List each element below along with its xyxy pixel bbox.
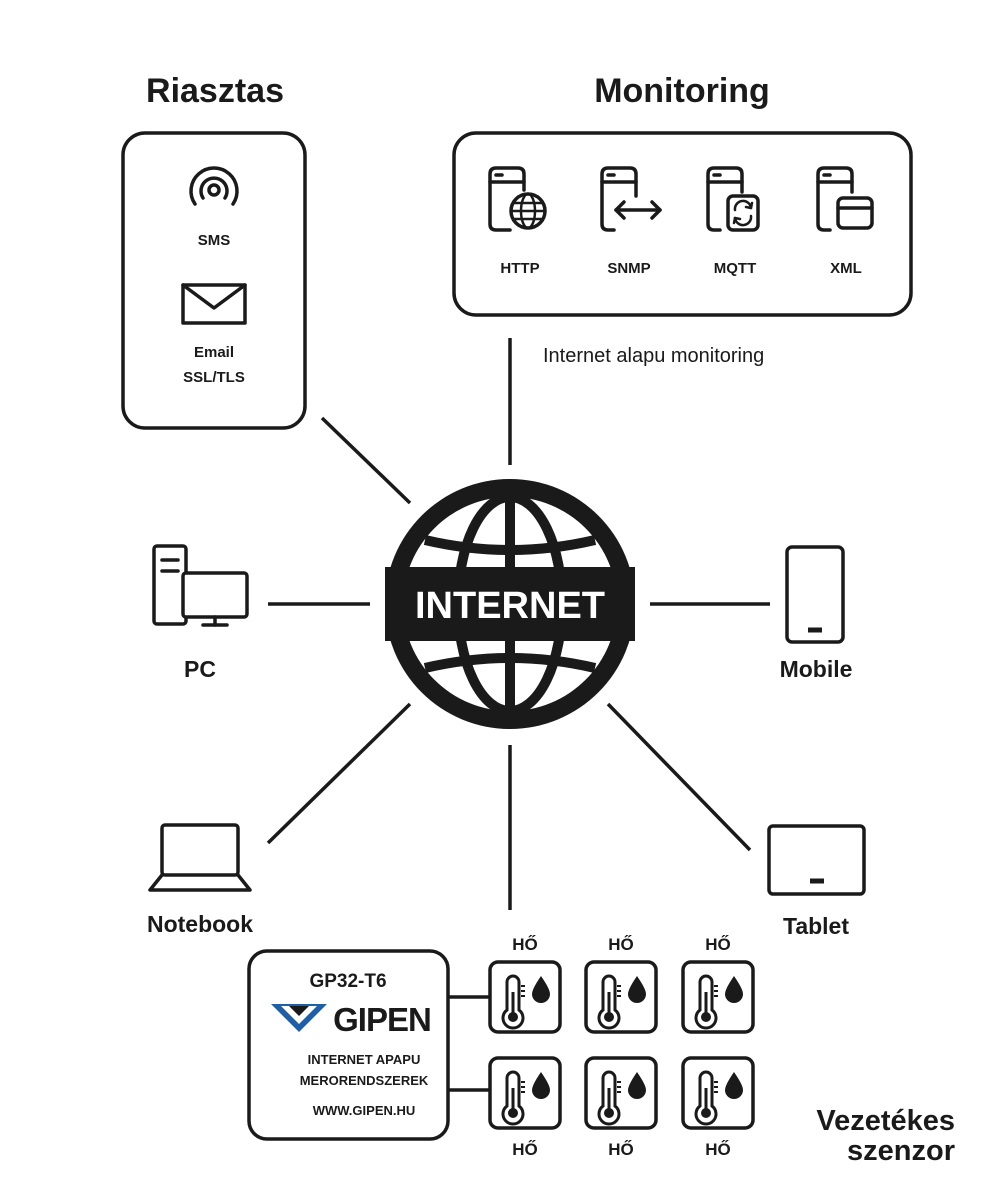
sensor-label: HŐ <box>608 1140 634 1159</box>
signal-icon <box>189 166 239 206</box>
controller-model: GP32-T6 <box>309 971 386 992</box>
protocol-mqtt-label: MQTT <box>714 260 757 277</box>
controller-panel <box>247 949 450 1141</box>
monitoring-panel <box>452 131 913 317</box>
sensor-tile: HŐ <box>584 1056 658 1159</box>
thermometer-drop-icon <box>694 1070 743 1126</box>
controller-tagline-2: MERORENDSZEREK <box>300 1073 429 1088</box>
sms-label: SMS <box>198 232 231 249</box>
alert-title: Riasztas <box>146 72 284 110</box>
mobile-icon <box>785 545 845 644</box>
gipen-logo-icon <box>271 1004 327 1032</box>
sensor-tile: HŐ <box>488 935 562 1034</box>
notebook-label: Notebook <box>147 911 253 937</box>
protocol-xml-label: XML <box>830 260 862 277</box>
internet-banner <box>385 567 635 641</box>
thermometer-drop-icon <box>501 1070 550 1126</box>
sensor-caption-line1: Vezetékes <box>816 1105 955 1137</box>
sensor-label: HŐ <box>608 935 634 954</box>
envelope-icon <box>181 283 247 325</box>
pc-label: PC <box>184 656 216 682</box>
connection-lines <box>266 338 770 910</box>
line-alert <box>320 416 412 505</box>
sensor-label: HŐ <box>705 1140 731 1159</box>
globe-icon <box>385 479 635 729</box>
mobile-label: Mobile <box>780 656 853 682</box>
sensor-label: HŐ <box>705 935 731 954</box>
sensor-tile: HŐ <box>488 1056 562 1159</box>
sensor-label: HŐ <box>512 935 538 954</box>
sensor-grid: HŐ HŐ HŐ HŐ HŐ HŐ <box>488 935 755 1159</box>
thermometer-drop-icon <box>597 974 646 1030</box>
thermometer-drop-icon <box>501 974 550 1030</box>
server-sync-icon <box>706 166 760 232</box>
protocol-http-label: HTTP <box>500 260 539 277</box>
sensor-label: HŐ <box>512 1140 538 1159</box>
email-label: Email <box>194 344 234 361</box>
server-globe-icon <box>488 166 547 232</box>
alert-panel <box>121 131 307 430</box>
tablet-label: Tablet <box>783 913 849 939</box>
thermometer-drop-icon <box>597 1070 646 1126</box>
monitoring-title: Monitoring <box>594 72 770 110</box>
brand-name: GIPEN <box>333 1001 431 1038</box>
server-arrows-icon <box>600 166 662 232</box>
sensor-tile: HŐ <box>681 1056 755 1159</box>
notebook-icon <box>148 823 252 892</box>
pc-icon <box>152 544 249 627</box>
monitoring-subtitle: Internet alapu monitoring <box>543 345 764 367</box>
sensor-caption-line2: szenzor <box>847 1135 955 1167</box>
server-window-icon <box>816 166 874 232</box>
controller-tagline-1: INTERNET APAPU <box>308 1052 421 1067</box>
controller-website: WWW.GIPEN.HU <box>313 1103 416 1118</box>
sensor-tile: HŐ <box>681 935 755 1034</box>
internet-label: INTERNET <box>415 585 605 627</box>
line-tablet <box>606 702 752 852</box>
protocol-snmp-label: SNMP <box>607 260 650 277</box>
sensor-tile: HŐ <box>584 935 658 1034</box>
tablet-icon <box>767 824 866 896</box>
ssl-tls-label: SSL/TLS <box>183 369 245 386</box>
thermometer-drop-icon <box>694 974 743 1030</box>
line-notebook <box>266 702 412 845</box>
